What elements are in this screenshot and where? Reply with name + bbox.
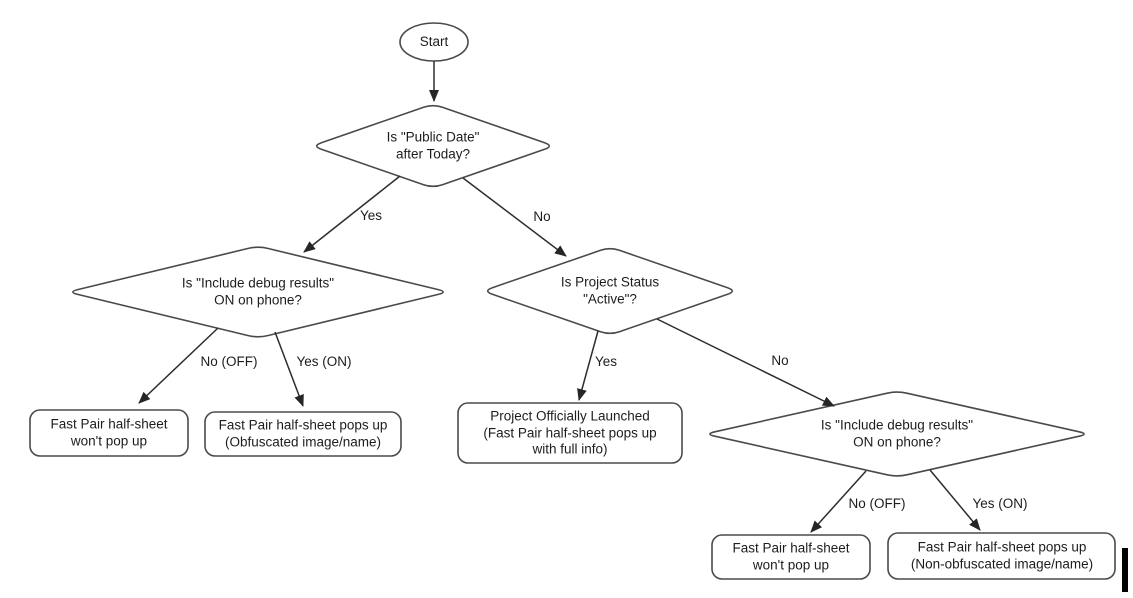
- no-popup-right-result-label: Fast Pair half-sheet won't pop up: [732, 540, 850, 573]
- edge-label-debug-right-no: No (OFF): [848, 495, 906, 511]
- launched-result-shape: [457, 402, 683, 464]
- public-date-decision-shape: [315, 104, 551, 188]
- launched-result-label: Project Officially Launched (Fast Pair h…: [483, 408, 657, 457]
- edge-label-debug-right-yes: Yes (ON): [972, 495, 1028, 511]
- non-obfuscated-popup-result-label: Fast Pair half-sheet pops up (Non-obfusc…: [910, 539, 1094, 572]
- start-node-label: Start: [419, 33, 449, 49]
- obfuscated-popup-result-label: Fast Pair half-sheet pops up (Obfuscated…: [218, 417, 388, 450]
- edge-label-debug-left-no: No (OFF): [200, 353, 258, 369]
- edge-project-status-yes: [577, 330, 599, 401]
- no-popup-right-result-shape: [711, 534, 871, 580]
- edge-label-project-status-yes: Yes: [594, 353, 618, 369]
- edge-project-status-no: [656, 318, 835, 407]
- project-status-decision-shape: [486, 247, 734, 335]
- edge-label-project-status-no: No: [771, 352, 789, 368]
- no-popup-left-result-shape: [29, 409, 189, 457]
- debug-left-decision-shape: [72, 246, 444, 338]
- edge-debug-left-no: [138, 327, 219, 404]
- edge-debug-right-yes: [929, 469, 981, 531]
- debug-right-decision-label: Is "Include debug results" ON on phone?: [820, 417, 974, 450]
- edge-debug-left-yes: [274, 331, 304, 407]
- edge-public-date-no: [462, 177, 567, 257]
- edge-public-date-yes: [303, 175, 401, 253]
- text-cursor-artifact: [1122, 548, 1128, 592]
- debug-left-decision-label: Is "Include debug results" ON on phone?: [181, 275, 335, 308]
- obfuscated-popup-result-shape: [204, 411, 402, 457]
- non-obfuscated-popup-result-shape: [887, 532, 1116, 580]
- project-status-decision-label: Is Project Status "Active"?: [560, 274, 660, 307]
- edge-label-debug-left-yes: Yes (ON): [296, 353, 352, 369]
- debug-right-decision-shape: [709, 391, 1085, 477]
- edge-label-public-date-no: No: [533, 208, 551, 224]
- edge-debug-right-no: [810, 470, 867, 533]
- edge-label-public-date-yes: Yes: [359, 207, 383, 223]
- no-popup-left-result-label: Fast Pair half-sheet won't pop up: [50, 416, 168, 449]
- public-date-decision-label: Is "Public Date" after Today?: [386, 129, 480, 162]
